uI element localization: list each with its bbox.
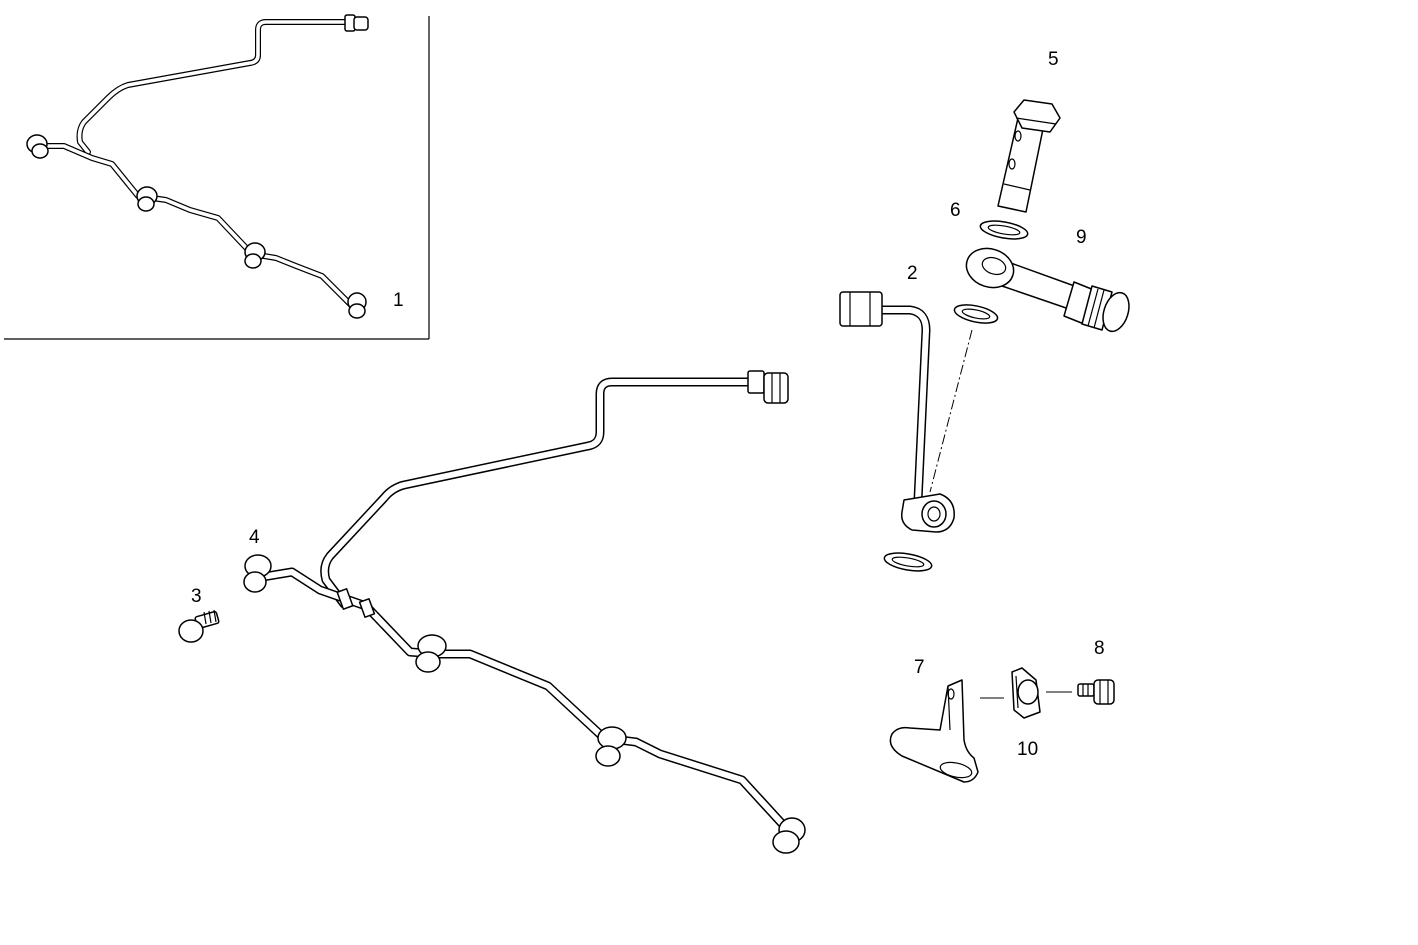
callout-6: 6	[950, 200, 961, 221]
callout-8: 8	[1094, 638, 1105, 659]
inset-injection-line-assembly	[26, 14, 369, 319]
callout-1: 1	[393, 290, 404, 311]
callout-3: 3	[191, 586, 202, 607]
bracket-item-7	[889, 679, 979, 783]
sealing-washer-middle	[953, 304, 999, 324]
callout-10: 10	[1017, 739, 1038, 760]
callout-7: 7	[914, 657, 925, 678]
inset-frame	[4, 16, 430, 340]
sealing-washer-item-6	[979, 220, 1029, 240]
hollow-bolt-item-5	[997, 99, 1061, 213]
alignment-line	[929, 329, 973, 493]
injection-line-assembly	[243, 370, 806, 854]
callout-5: 5	[1048, 49, 1059, 70]
banjo-fitting-item-9	[965, 247, 1130, 333]
clip-item-10	[1011, 667, 1041, 719]
callout-4: 4	[249, 527, 260, 548]
callout-9: 9	[1076, 227, 1087, 248]
banjo-bolt-item-3	[178, 609, 220, 643]
sealing-washer-lower	[883, 552, 933, 572]
return-pipe-item-2	[839, 291, 955, 533]
callout-2: 2	[907, 263, 918, 284]
bolt-item-8	[1077, 679, 1115, 705]
